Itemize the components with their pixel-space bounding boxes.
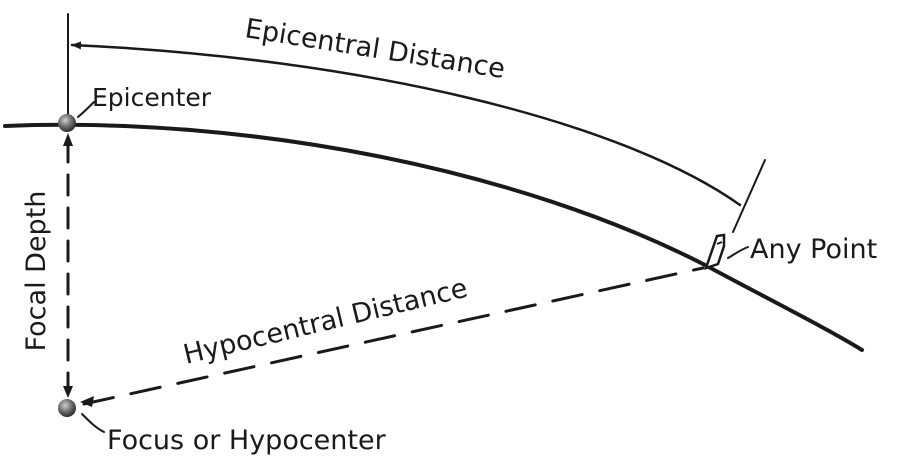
any-point-tangent-line bbox=[732, 159, 766, 233]
any-point-label: Any Point bbox=[750, 234, 877, 265]
epicentral-distance-arc bbox=[70, 41, 742, 207]
epicentral-distance-label: Epicentral Distance bbox=[243, 13, 507, 85]
epicenter-marker bbox=[58, 114, 76, 132]
hypocentral-distance-label: Hypocentral Distance bbox=[180, 273, 470, 371]
focus-marker bbox=[58, 399, 76, 417]
any-point-leader-line bbox=[727, 246, 749, 259]
hypocentral-arrow-icon bbox=[80, 396, 94, 407]
earth-surface-curve bbox=[3, 122, 864, 352]
epicenter-leader-line bbox=[77, 101, 95, 118]
focal-depth-top-arrow-icon bbox=[63, 133, 73, 146]
focal-depth-bottom-arrow-icon bbox=[63, 386, 73, 398]
focal-depth-label: Focal Depth bbox=[21, 191, 52, 352]
focus-leader-line bbox=[81, 413, 105, 433]
seismograph-station-icon bbox=[703, 233, 726, 270]
epicenter-label: Epicenter bbox=[92, 83, 212, 112]
hypocentral-distance-dashed-line bbox=[82, 266, 705, 406]
focus-label: Focus or Hypocenter bbox=[107, 425, 387, 456]
